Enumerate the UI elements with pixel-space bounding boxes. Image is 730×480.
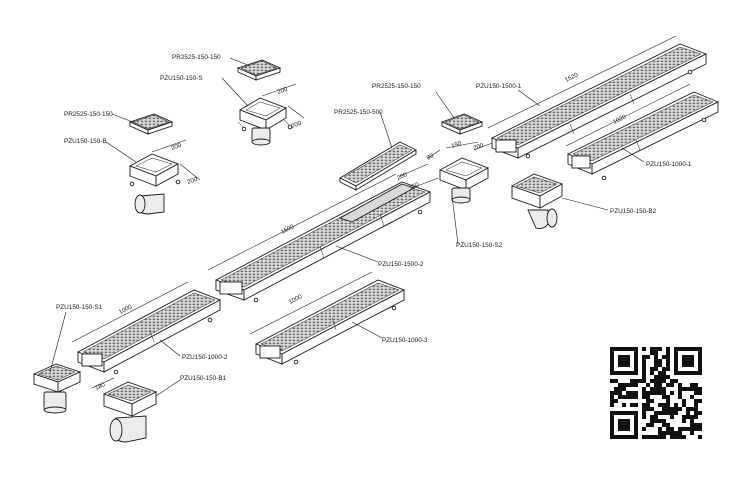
- dim-1000-s1: 1000: [118, 303, 134, 316]
- dim-1500: 1500: [280, 223, 296, 236]
- drain-pzu150-150-b1: [102, 381, 158, 443]
- dim-1000-3: 1000: [288, 293, 304, 306]
- label-pr2525-b: PR2525-150-150: [64, 111, 113, 118]
- dimension-lines-b: [151, 139, 201, 181]
- drain-pzu150-150-s1: [32, 363, 82, 414]
- dimension-lines-s: [261, 83, 305, 119]
- dim-80: 80: [426, 152, 436, 162]
- drain-pzu150-150-s2: [438, 157, 490, 204]
- dim-150-mid: 150: [408, 181, 421, 192]
- label-pzu150-1000-2: PZU150-1000-2: [182, 354, 228, 361]
- label-pzu150-150-b1: PZU150-150-B1: [180, 375, 227, 382]
- dim-200-s-a: 200: [276, 86, 289, 96]
- dimension-line-1000-s1: [71, 281, 189, 343]
- label-pzu150-150-s2: PZU150-150-S2: [456, 242, 503, 249]
- drain-pzu150-150-b: [128, 153, 181, 215]
- dim-180: 180: [94, 381, 107, 392]
- dim-200-mid: 200: [396, 171, 409, 182]
- dim-1020: 1020: [612, 113, 628, 126]
- dim-1520: 1520: [564, 71, 580, 84]
- cover-pr2525-b: [128, 113, 174, 135]
- channel-pzu150-1000-1: [566, 91, 720, 181]
- dimension-line-180: [91, 377, 115, 389]
- cover-pr2525-150-500: [339, 141, 417, 191]
- channel-pzu150-1000-2: [76, 289, 222, 375]
- label-pzu150-150-b2: PZU150-150-B2: [610, 208, 657, 215]
- dimension-line-1000-3: [249, 271, 373, 335]
- dimension-line-1020: [565, 83, 691, 147]
- label-pr2525-c: PR2525-150-150: [372, 83, 421, 90]
- leader-lines: [49, 57, 645, 397]
- label-pzu150-1500-2: PZU150-1500-2: [378, 261, 424, 268]
- dimension-line-1520: [487, 35, 677, 129]
- label-pzu150-150-s1: PZU150-150-S1: [56, 304, 103, 311]
- dim-200-s2: 200: [472, 142, 485, 152]
- label-pzu150-150-b: PZU150-150-B: [64, 138, 107, 145]
- label-pr2525-150-500: PR2525-150-500: [334, 109, 383, 116]
- label-pzu150-1000-1: PZU150-1000-1: [646, 161, 692, 168]
- cover-pr2525-a: [236, 59, 282, 81]
- dim-200-s-b: 200: [290, 120, 303, 130]
- drain-pzu150-150-s: [237, 97, 293, 146]
- dimension-lines-s2: [427, 139, 501, 159]
- qr-code[interactable]: [610, 347, 702, 439]
- channel-pzu150-1500-2: [214, 181, 432, 303]
- cover-pr2525-c: [440, 113, 484, 135]
- label-pr2525-a: PR2525-150-150: [172, 54, 221, 61]
- dim-200-b-b: 200: [186, 176, 199, 186]
- drain-pzu150-150-b2: [510, 173, 564, 229]
- dim-150: 150: [450, 140, 463, 150]
- dimension-line-1500: [207, 163, 439, 271]
- dim-200-b-a: 200: [170, 142, 183, 152]
- qr-code-image: [610, 347, 702, 439]
- label-pzu150-150-s: PZU150-150-S: [160, 75, 203, 82]
- label-pzu150-1500-1: PZU150-1500-1: [476, 83, 522, 90]
- label-pzu150-1000-3: PZU150-1000-3: [382, 337, 428, 344]
- channel-pzu150-1000-3: [254, 279, 406, 365]
- channel-pzu150-1500-1: [490, 43, 708, 159]
